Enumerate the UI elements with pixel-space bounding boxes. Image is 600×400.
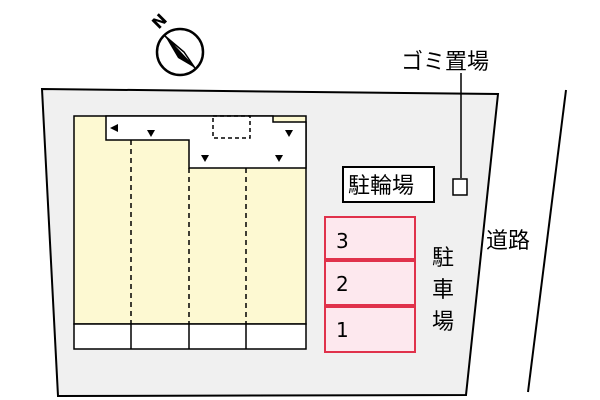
compass-north-arrow-icon (155, 27, 205, 77)
garbage-area-label: ゴミ置場 (401, 50, 489, 75)
parking-space-number: 1 (336, 318, 349, 342)
stair (212, 115, 251, 139)
compass-label: N (148, 10, 171, 33)
garbage-box (452, 178, 468, 196)
bicycle-parking-box (342, 166, 435, 203)
entrance-arrow-icon (147, 130, 155, 137)
bicycle-parking-label: 駐輪場 (348, 174, 414, 199)
parking-space-1 (324, 306, 416, 353)
entrance-arrow-icon (275, 155, 283, 162)
entrance-arrow-icon (201, 155, 209, 162)
entrance-arrow-icon (110, 124, 118, 132)
parking-label-char: 場 (432, 310, 454, 335)
corridor (105, 115, 307, 169)
entrance-arrow-icon (285, 130, 293, 137)
balcony-strip (73, 323, 307, 350)
parking-space-number: 3 (336, 229, 349, 253)
parking-label-char: 車 (432, 278, 454, 303)
road-label: 道路 (486, 229, 530, 254)
parking-label-char: 駐 (432, 246, 454, 271)
parking-space-number: 2 (336, 272, 349, 296)
road-edge (527, 89, 567, 393)
parking-area: 3 2 1 (324, 216, 416, 353)
parking-space-2 (324, 260, 416, 306)
building (73, 115, 307, 350)
parking-space-3 (324, 216, 416, 260)
